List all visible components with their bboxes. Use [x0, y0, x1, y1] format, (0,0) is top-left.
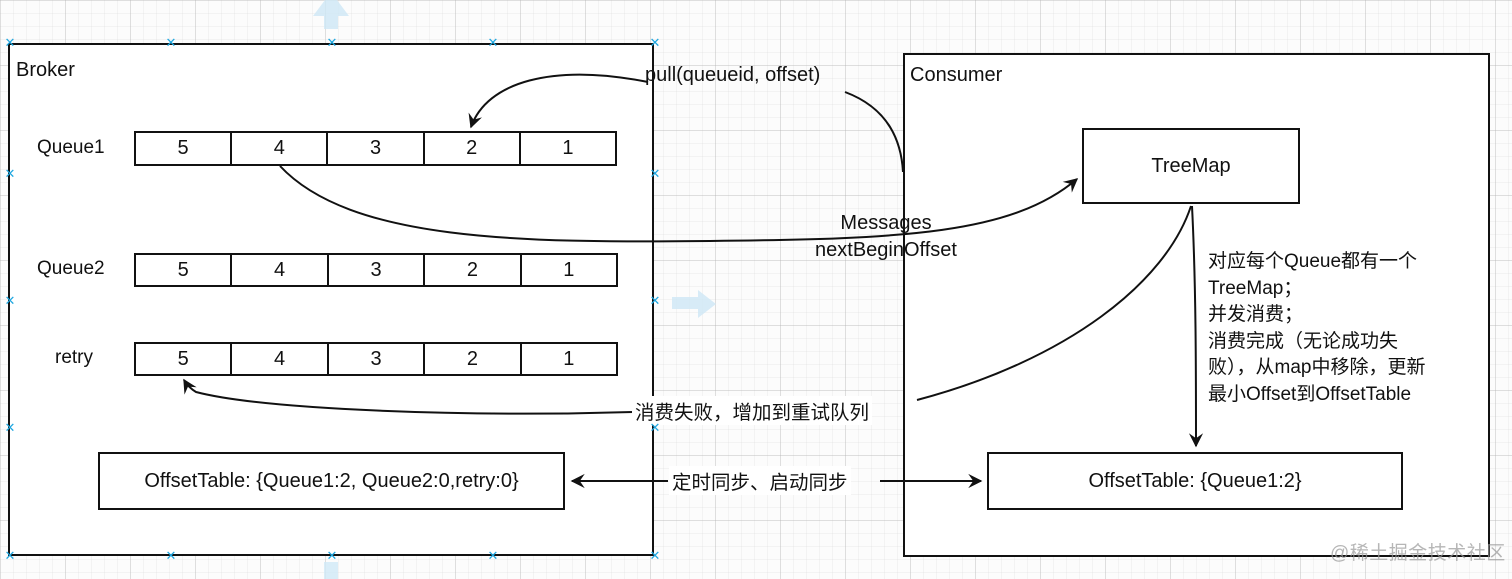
retry-cell[interactable]: 3: [326, 344, 423, 374]
selection-handle-icon[interactable]: [3, 294, 17, 308]
selection-handle-icon[interactable]: [164, 549, 178, 563]
retry-queue-row[interactable]: 5 4 3 2 1: [134, 342, 618, 376]
retry-cell[interactable]: 4: [230, 344, 326, 374]
treemap-box[interactable]: TreeMap: [1082, 128, 1300, 204]
queue2-cell[interactable]: 4: [230, 255, 326, 285]
retry-queue-label: retry: [55, 347, 93, 368]
messages-label: Messages: [840, 212, 932, 234]
queue1-label: Queue1: [37, 137, 105, 158]
queue2-cell[interactable]: 2: [423, 255, 519, 285]
selection-handle-icon[interactable]: [325, 36, 339, 50]
queue2-cell[interactable]: 5: [177, 259, 189, 281]
queue1-cell[interactable]: 3: [326, 133, 422, 164]
selection-handle-icon[interactable]: [3, 549, 17, 563]
selection-handle-icon[interactable]: [486, 549, 500, 563]
broker-title: Broker: [16, 59, 75, 81]
queue1-cell[interactable]: 5: [177, 137, 189, 159]
selection-handle-icon[interactable]: [3, 167, 17, 181]
selection-handle-icon[interactable]: [648, 36, 662, 50]
consumer-note: 对应每个Queue都有一个 TreeMap； 并发消费； 消费完成（无论成功失 …: [1208, 251, 1426, 405]
selection-handle-icon[interactable]: [325, 549, 339, 563]
consumer-offset-table-box[interactable]: OffsetTable: {Queue1:2}: [987, 452, 1403, 510]
sync-label: 定时同步、启动同步: [669, 466, 851, 495]
broker-offset-table-box[interactable]: OffsetTable: {Queue1:2, Queue2:0,retry:0…: [98, 452, 565, 510]
consumer-offset-table-text: OffsetTable: {Queue1:2}: [1088, 470, 1302, 492]
selection-handle-icon[interactable]: [648, 167, 662, 181]
retry-cell[interactable]: 1: [519, 344, 616, 374]
queue1-cell[interactable]: 2: [422, 133, 519, 164]
retry-cell[interactable]: 2: [423, 344, 519, 374]
faded-arrow-down-icon: [324, 562, 338, 579]
faded-arrow-right-icon: [698, 290, 716, 318]
retry-fail-label: 消费失败，增加到重试队列: [632, 396, 873, 425]
selection-handle-icon[interactable]: [3, 421, 17, 435]
treemap-text: TreeMap: [1151, 155, 1231, 177]
selection-handle-icon[interactable]: [486, 36, 500, 50]
broker-offset-table-text: OffsetTable: {Queue1:2, Queue2:0,retry:0…: [144, 470, 519, 492]
faded-arrow-up-icon: [324, 14, 338, 29]
queue1-cell[interactable]: 1: [518, 133, 615, 164]
queue2-label: Queue2: [37, 258, 105, 279]
selection-handle-icon[interactable]: [3, 36, 17, 50]
watermark: @稀土掘金技术社区: [1330, 543, 1506, 564]
queue2-cell[interactable]: 3: [326, 255, 423, 285]
selection-handle-icon[interactable]: [648, 549, 662, 563]
queue2-cell[interactable]: 1: [519, 255, 616, 285]
consumer-title: Consumer: [910, 64, 1003, 86]
selection-handle-icon[interactable]: [164, 36, 178, 50]
faded-arrow-up-icon: [313, 0, 349, 16]
next-begin-offset-label: nextBeginOffset: [815, 239, 957, 261]
queue2-row[interactable]: 5 4 3 2 1: [134, 253, 618, 287]
faded-arrow-right-icon: [672, 297, 698, 309]
pull-label: pull(queueid, offset): [645, 64, 821, 86]
selection-handle-icon[interactable]: [648, 421, 662, 435]
pull-arrow-right-segment[interactable]: [844, 91, 904, 173]
queue1-row[interactable]: 5 4 3 2 1: [134, 131, 617, 166]
queue1-cell[interactable]: 4: [230, 133, 326, 164]
selection-handle-icon[interactable]: [648, 294, 662, 308]
retry-cell[interactable]: 5: [177, 348, 189, 370]
